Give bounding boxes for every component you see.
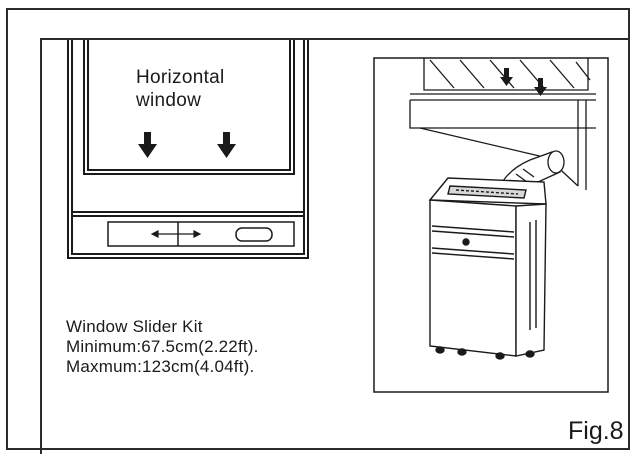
- kit-title: Window Slider Kit: [66, 317, 203, 336]
- kit-minimum: Minimum:67.5cm(2.22ft).: [66, 337, 259, 356]
- window-label-line2: window: [136, 90, 202, 111]
- down-arrow-icon: [138, 132, 157, 158]
- down-arrow-icon: [500, 68, 513, 86]
- kit-maximum: Maxmum:123cm(4.04ft).: [66, 357, 255, 376]
- down-arrow-icon: [534, 78, 547, 96]
- window-label-line1: Horizontal: [136, 67, 225, 88]
- figure-frame: [40, 38, 628, 454]
- figure-label: Fig.8: [568, 417, 624, 445]
- double-arrow-icon: [150, 230, 202, 238]
- window-type-label: Horizontal window: [136, 66, 225, 112]
- page-frame: [6, 8, 630, 450]
- horizontal-window-frame: [67, 40, 309, 259]
- installation-panel-box: [373, 57, 609, 393]
- down-arrow-icon: [217, 132, 236, 158]
- portable-air-conditioner-icon: [428, 177, 547, 360]
- slider-kit-specs: Window Slider Kit Minimum:67.5cm(2.22ft)…: [66, 317, 259, 377]
